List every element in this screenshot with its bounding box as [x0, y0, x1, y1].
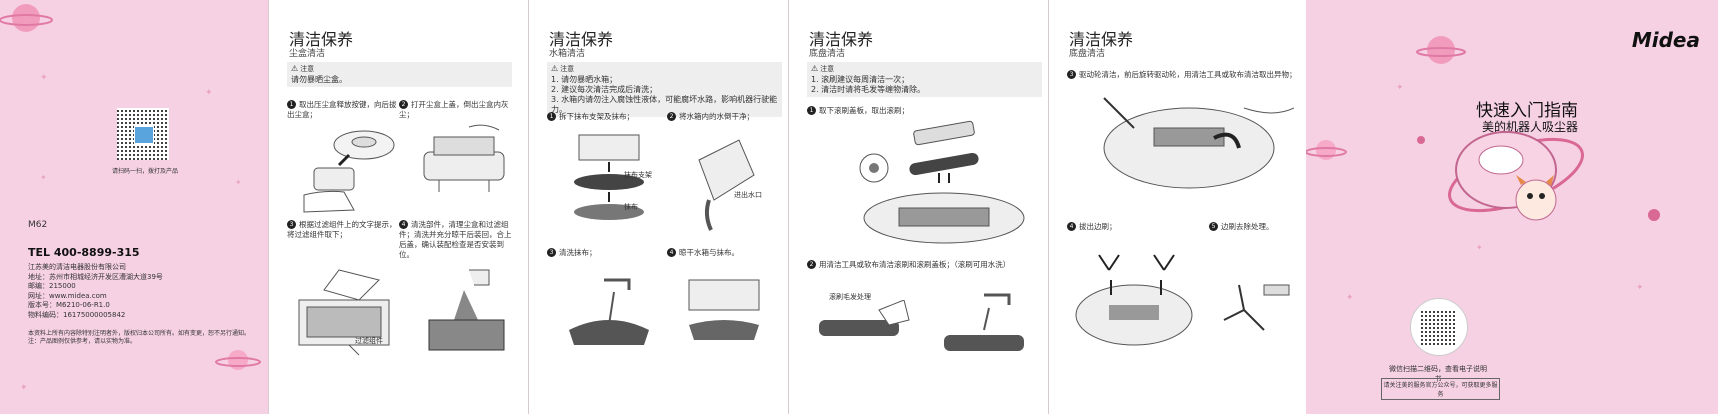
callout-mop-holder: 抹布支架	[624, 171, 652, 179]
back-panel: ✦ ✦ ✦ ✦ ✦ 请扫码一扫，拨打及产品 M62 TEL 400-8899-3…	[0, 0, 268, 414]
svg-text:✦: ✦	[1476, 243, 1483, 252]
page-title: 清洁保养	[549, 30, 614, 49]
cover-subtitle: 美的机器人吸尘器	[1481, 120, 1578, 134]
filter-removal-illustration	[298, 269, 390, 356]
qr-logo	[134, 126, 154, 144]
qr-caption: 请扫码一扫，拨打及产品	[112, 168, 179, 175]
warning-box: ⚠注意 1. 请勿暴晒水箱； 2. 建议每次清洁完成后清洗； 3. 水箱内请勿注…	[547, 62, 782, 117]
company-address: 地址：苏州市相城经济开发区漕湖大道39号	[28, 272, 163, 281]
brush-clean-illustration	[819, 300, 910, 336]
cover-title: 快速入门指南	[1476, 101, 1578, 121]
warning-label: 注意	[300, 65, 315, 73]
warning-text: 请勿暴晒尘盒。	[291, 75, 347, 84]
warning-text-1: 1. 请勿暴晒水箱；	[551, 75, 618, 84]
cover-panel: Midea 快速入门指南 美的机器人吸尘器 ✦ ✦ ✦ ✦ 微信扫描二维码，查看…	[1306, 0, 1718, 414]
svg-text:✦: ✦	[1346, 293, 1354, 303]
version-number: 版本号：M6210-06-R1.0	[28, 301, 110, 309]
svg-text:✦: ✦	[20, 383, 28, 393]
warning-text-2: 2. 建议每次清洁完成后清洗；	[551, 85, 658, 94]
page-title: 清洁保养	[289, 30, 354, 49]
planet-decorations: ✦ ✦ ✦ ✦ ✦	[0, 4, 261, 393]
callout-brush-hair: 滚刷毛发处理	[829, 293, 871, 301]
warning-box: ⚠注意 请勿暴晒尘盒。	[287, 62, 512, 87]
section-subtitle: 水箱清洁	[549, 49, 586, 59]
svg-text:✦: ✦	[1396, 83, 1404, 93]
cover-qr-code[interactable]	[1410, 298, 1468, 356]
filter-wash-illustration	[428, 269, 505, 351]
callout-filter: 过滤组件	[355, 337, 383, 345]
callout-mop: 抹布	[624, 203, 638, 211]
warning-icon: ⚠	[291, 64, 299, 73]
warning-label: 注意	[820, 65, 835, 73]
panel-watertank: 清洁保养 水箱清洁 ⚠注意 1. 请勿暴晒水箱； 2. 建议每次清洁完成后清洗；…	[528, 0, 788, 414]
warning-text-3: 3. 水箱内请勿注入腐蚀性液体，可能腐坏水路，影响机器行驶能力。	[551, 95, 778, 114]
panel-chassis-1: 清洁保养 底盘清洁 ⚠注意 1. 滚刷建议每周清洁一次； 2. 清洁时请将毛发等…	[788, 0, 1048, 414]
section-subtitle: 尘盒清洁	[289, 49, 326, 59]
warning-text-1: 1. 滚刷建议每周清洁一次；	[811, 75, 910, 84]
legal-notice: 本资料上所有内容除特别注明者外，版权归本公司所有。如有变更，恕不另行通知。注：产…	[28, 330, 251, 345]
svg-text:✦: ✦	[40, 173, 47, 182]
drive-wheel-illustration	[1103, 97, 1294, 189]
cover-qr-caption: 微信扫描二维码，查看电子说明书	[1389, 365, 1487, 383]
cover-qr-note: 请关注美的服务官方公众号，可获取更多服务	[1381, 378, 1500, 400]
brush-wash-illustration	[944, 293, 1024, 351]
callout-water-port: 进出水口	[734, 191, 762, 199]
cover-artwork: ✦ ✦ ✦ ✦	[1306, 36, 1660, 303]
material-code: 物料编码：16175000005842	[28, 310, 126, 319]
warning-text-2: 2. 清洁时请将毛发等缠物清除。	[811, 85, 926, 94]
mop-removal-illustration	[574, 134, 644, 220]
warning-box: ⚠注意 1. 滚刷建议每周清洁一次； 2. 清洁时请将毛发等缠物清除。	[807, 62, 1042, 97]
tank-drain-illustration	[698, 139, 755, 231]
warning-label: 注意	[560, 65, 575, 73]
svg-text:✦: ✦	[205, 88, 213, 98]
svg-text:✦: ✦	[40, 73, 48, 83]
cover-qr-pattern	[1421, 309, 1457, 345]
section-subtitle: 底盘清洁	[1069, 49, 1106, 59]
svg-text:✦: ✦	[235, 178, 242, 187]
company-website[interactable]: 网址：www.midea.com	[28, 291, 107, 300]
company-name: 江苏美的清洁电器股份有限公司	[28, 263, 126, 271]
section-subtitle: 底盘清洁	[809, 49, 846, 59]
dustbox-removal-illustration	[303, 130, 395, 213]
dry-illustration	[688, 279, 760, 340]
company-postcode: 邮编：215000	[28, 282, 76, 290]
side-brush-illustration	[1223, 284, 1290, 331]
page-title: 清洁保养	[809, 30, 874, 49]
dustbox-empty-illustration	[423, 124, 505, 192]
roller-brush-removal-illustration	[859, 120, 1025, 244]
warning-icon: ⚠	[811, 64, 819, 73]
mop-wash-illustration	[569, 278, 649, 345]
brand-logo: Midea	[1631, 28, 1700, 52]
company-info: 江苏美的清洁电器股份有限公司 地址：苏州市相城经济开发区漕湖大道39号 邮编：2…	[28, 263, 163, 320]
page-title: 清洁保养	[1069, 30, 1134, 49]
service-tel: TEL 400-8899-315	[28, 246, 140, 259]
side-brush-removal-illustration	[1075, 254, 1193, 346]
svg-text:✦: ✦	[1636, 283, 1644, 293]
warning-icon: ⚠	[551, 64, 559, 73]
model-number: M62	[28, 220, 48, 230]
